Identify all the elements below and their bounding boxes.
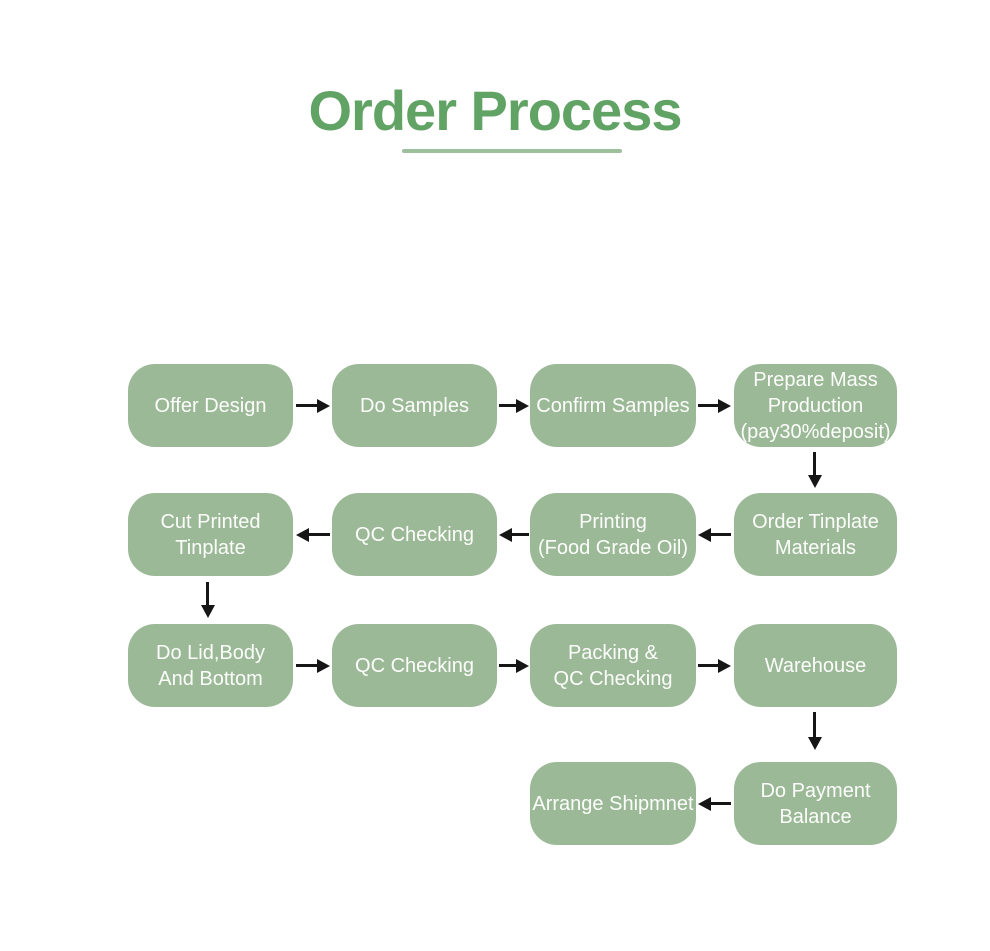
arrow-down-icon <box>807 712 822 750</box>
page-title: Order Process <box>308 79 683 142</box>
arrowhead-icon <box>499 527 512 542</box>
arrow-right-icon <box>296 398 330 413</box>
flow-box-order-tinplate-materials: Order Tinplate Materials <box>734 493 897 576</box>
flow-box-do-payment-balance: Do Payment Balance <box>734 762 897 845</box>
arrowhead-icon <box>807 737 822 750</box>
arrowhead-icon <box>698 527 711 542</box>
flow-box-prepare-mass-production: Prepare Mass Production (pay30%deposit) <box>734 364 897 447</box>
arrowhead-icon <box>807 475 822 488</box>
arrowhead-icon <box>698 796 711 811</box>
flow-box-offer-design: Offer Design <box>128 364 293 447</box>
flow-box-confirm-samples: Confirm Samples <box>530 364 696 447</box>
arrowhead-icon <box>200 605 215 618</box>
flow-box-do-lid-body-bottom: Do Lid,Body And Bottom <box>128 624 293 707</box>
arrow-right-icon <box>499 398 529 413</box>
arrow-left-icon <box>698 527 731 542</box>
arrowhead-icon <box>516 658 529 673</box>
arrow-right-icon <box>698 658 731 673</box>
arrowhead-icon <box>516 398 529 413</box>
arrow-right-icon <box>296 658 330 673</box>
arrowhead-icon <box>317 398 330 413</box>
arrow-right-icon <box>698 398 731 413</box>
flow-box-cut-printed-tinplate: Cut Printed Tinplate <box>128 493 293 576</box>
flow-box-warehouse: Warehouse <box>734 624 897 707</box>
arrowhead-icon <box>718 398 731 413</box>
arrow-down-icon <box>200 582 215 618</box>
arrow-left-icon <box>499 527 529 542</box>
arrowhead-icon <box>317 658 330 673</box>
flow-box-qc-checking-2: QC Checking <box>332 624 497 707</box>
flow-box-packing-qc-checking: Packing & QC Checking <box>530 624 696 707</box>
arrow-right-icon <box>499 658 529 673</box>
flow-box-printing: Printing (Food Grade Oil) <box>530 493 696 576</box>
flow-box-arrange-shipment: Arrange Shipmnet <box>530 762 696 845</box>
title-underline <box>402 149 622 153</box>
arrowhead-icon <box>718 658 731 673</box>
flow-box-qc-checking-1: QC Checking <box>332 493 497 576</box>
flow-box-do-samples: Do Samples <box>332 364 497 447</box>
arrow-down-icon <box>807 452 822 488</box>
arrowhead-icon <box>296 527 309 542</box>
arrow-left-icon <box>698 796 731 811</box>
arrow-left-icon <box>296 527 330 542</box>
